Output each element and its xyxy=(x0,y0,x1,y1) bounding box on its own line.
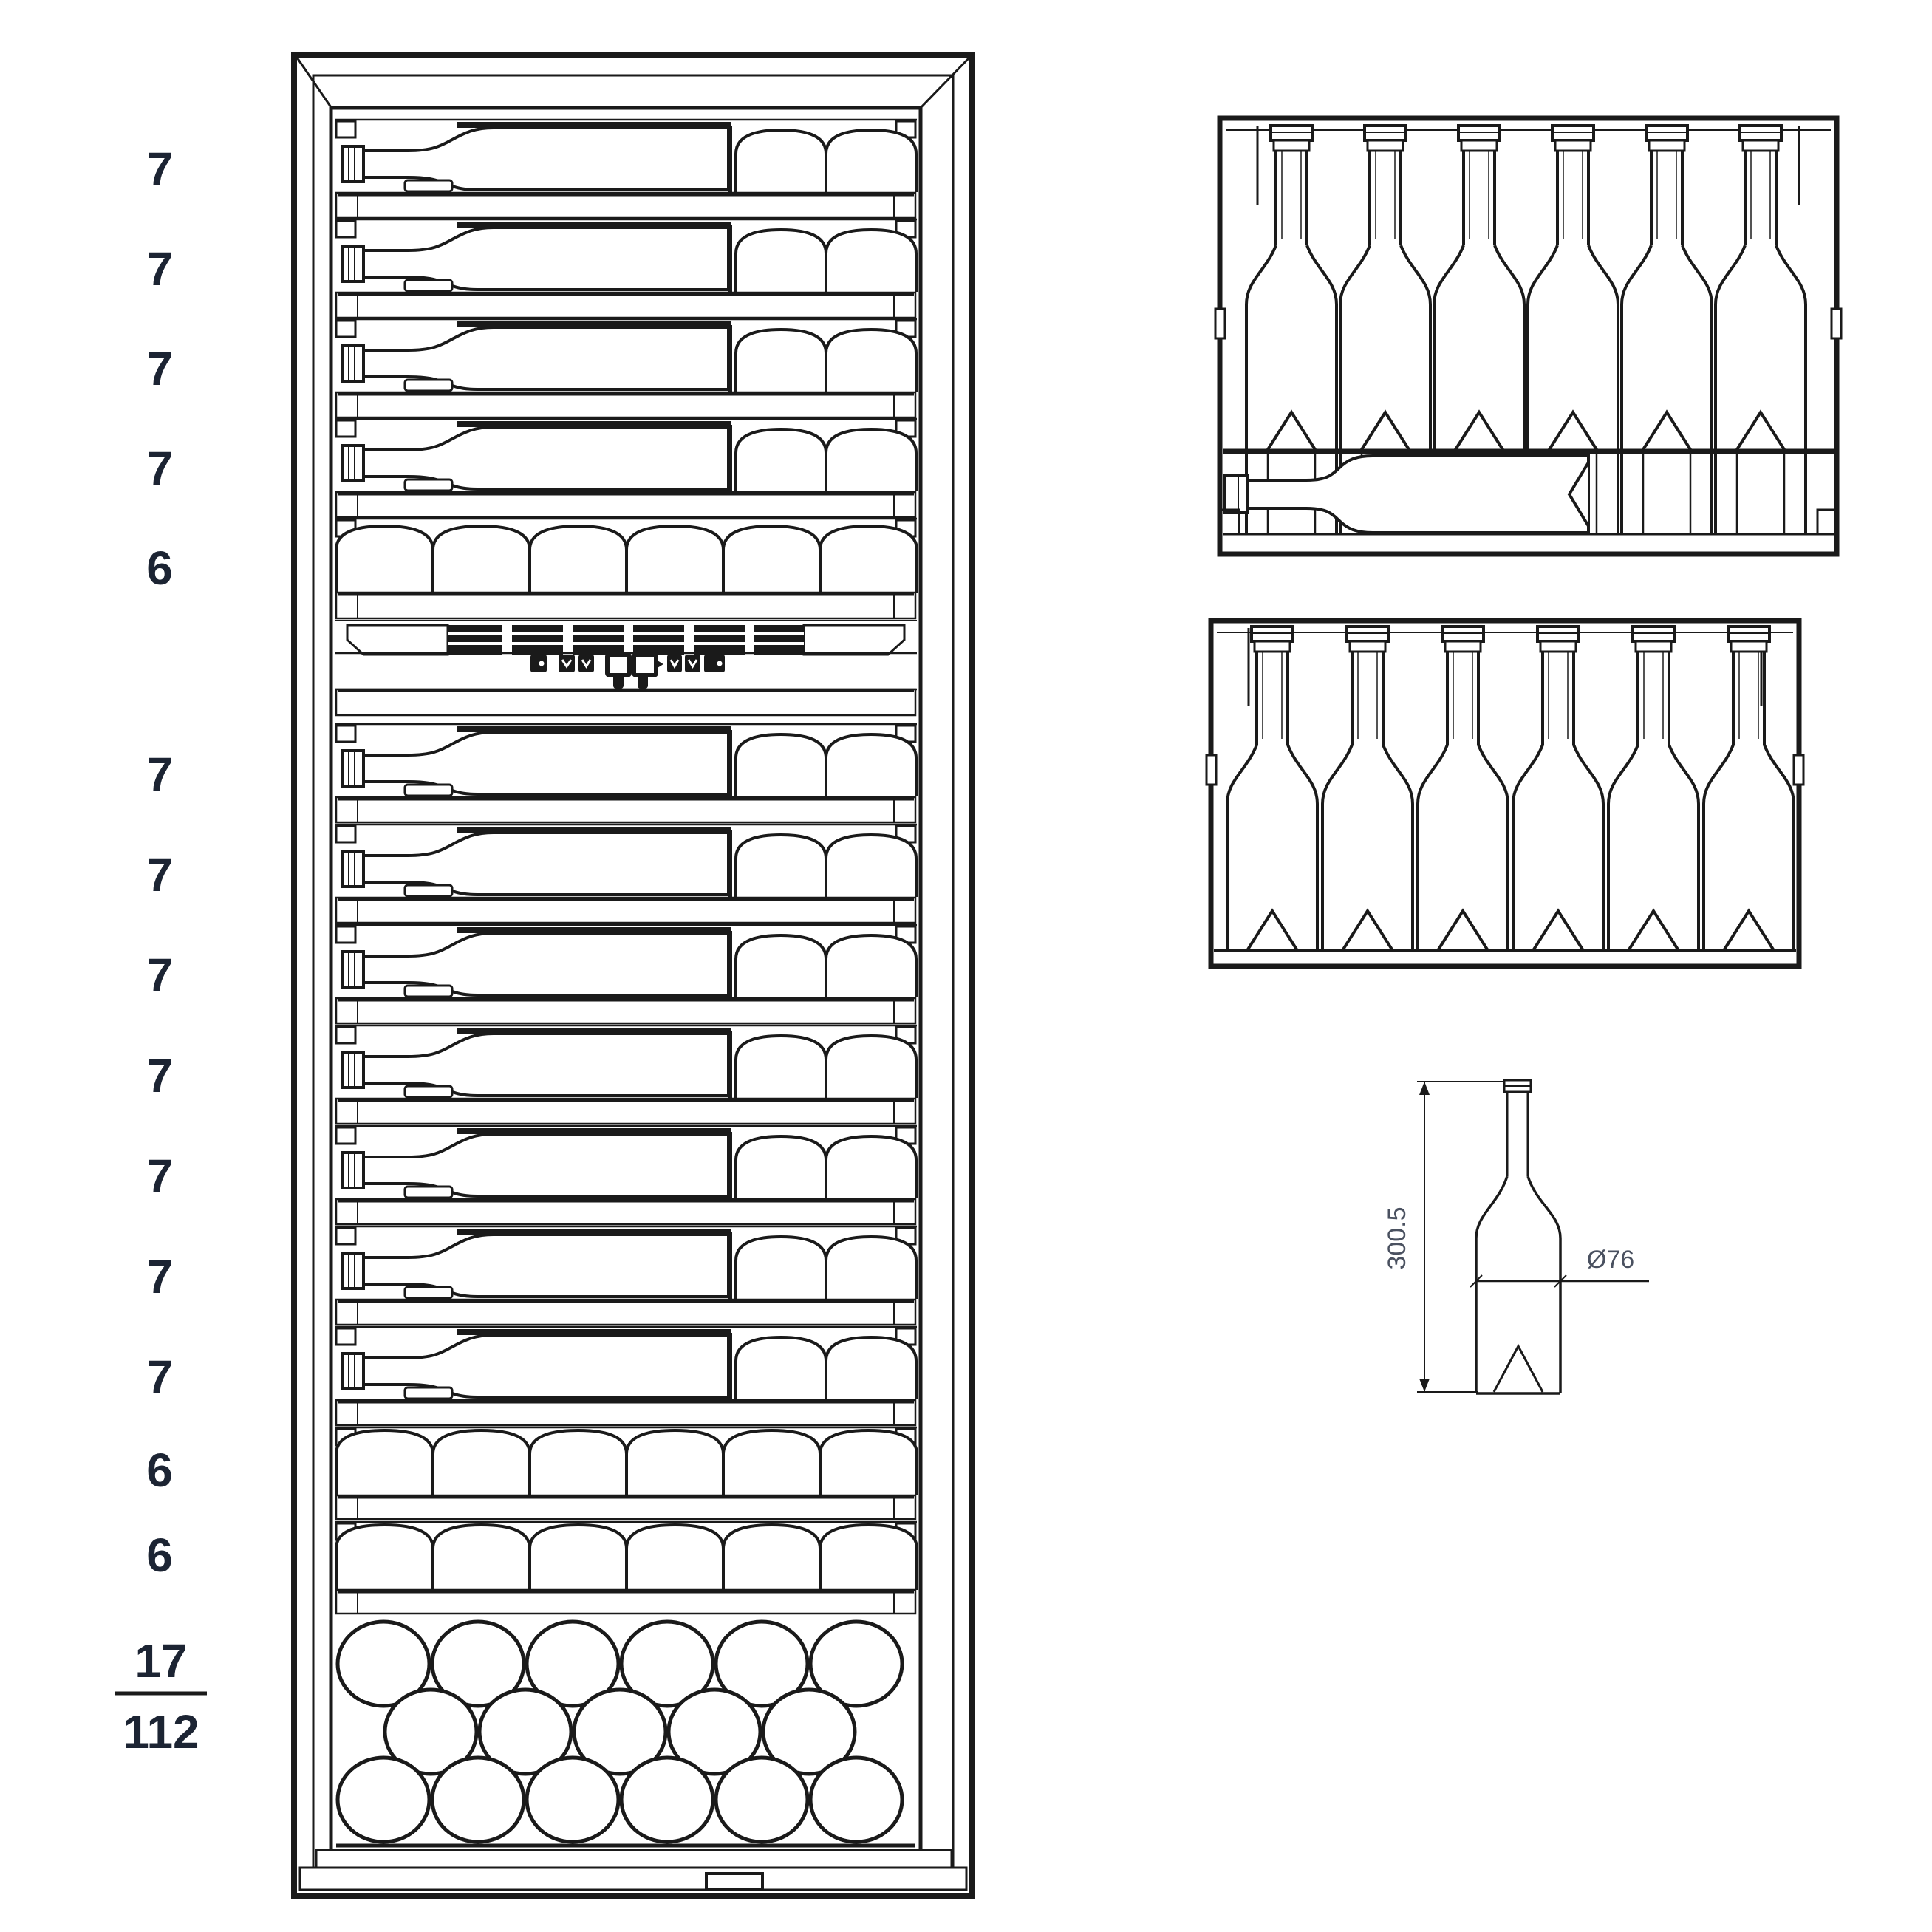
divider-board xyxy=(335,688,917,717)
cabinet-door-frame xyxy=(291,52,975,1899)
shelf-capacity-label: 7 xyxy=(146,1150,173,1203)
shelf-capacity-label: 7 xyxy=(146,949,173,1002)
top-view-bottle xyxy=(1433,124,1526,534)
sliding-shelf-row xyxy=(335,118,918,219)
shelf-capacity-label: 6 xyxy=(146,1529,173,1582)
cabinet-base xyxy=(298,1849,968,1891)
standing-shelf-row xyxy=(335,1520,918,1615)
bulk-capacity-label: 17 xyxy=(134,1634,187,1687)
dimension-bottle xyxy=(1475,1079,1562,1395)
control-panel xyxy=(335,652,917,691)
shelf-capacity-label: 7 xyxy=(146,748,173,801)
shelf-top-view-seven-bottles xyxy=(1214,115,1843,557)
sliding-shelf-row xyxy=(335,1024,918,1125)
standing-shelf-row xyxy=(335,1426,918,1520)
display-window xyxy=(632,652,658,677)
sliding-shelf-row xyxy=(335,417,918,519)
capacity-column: 7 7 7 7 6 7 7 7 7 7 7 7 6 6 17 112 xyxy=(115,143,207,1758)
top-view-bottle xyxy=(1321,625,1414,951)
shelf-capacity-label: 7 xyxy=(146,1049,173,1102)
top-view-bottle xyxy=(1702,625,1795,951)
lying-bottle xyxy=(1223,454,1590,534)
total-capacity-label: 112 xyxy=(123,1705,199,1758)
sliding-shelf-row xyxy=(335,823,918,924)
shelf-capacity-label: 7 xyxy=(146,442,173,495)
shelf-capacity-label: 7 xyxy=(146,1351,173,1404)
cabinet-front-view xyxy=(291,52,975,1899)
shelf-top-view-six-bottles xyxy=(1205,618,1805,969)
sliding-shelf-row xyxy=(335,1225,918,1326)
top-view-bottle xyxy=(1416,625,1509,951)
control-button xyxy=(559,655,575,672)
divider-slat-rail xyxy=(335,620,917,656)
control-button xyxy=(685,655,700,672)
shelf-frame xyxy=(1205,618,1805,969)
control-button xyxy=(704,655,725,672)
shelf-capacity-label: 6 xyxy=(146,1444,173,1497)
shelf-capacity-label: 7 xyxy=(146,143,173,196)
shelf-capacity-label: 6 xyxy=(146,542,173,595)
sliding-shelf-row xyxy=(335,723,918,824)
display-window xyxy=(605,652,632,677)
sliding-shelf-row xyxy=(335,218,918,319)
top-view-bottle xyxy=(1512,625,1605,951)
shelf-capacity-label: 7 xyxy=(146,342,173,395)
shelf-capacity-label: 7 xyxy=(146,848,173,901)
standing-shelf-row xyxy=(335,517,918,620)
sliding-shelf-row xyxy=(335,1124,918,1226)
height-dimension: 300.5 xyxy=(1383,1081,1507,1393)
bulk-bottle-stack xyxy=(335,1619,915,1848)
top-view-bottle xyxy=(1226,625,1319,951)
sliding-shelf-row xyxy=(335,318,918,419)
bottle-diameter-label: Ø76 xyxy=(1587,1246,1634,1274)
shelf-capacity-label: 7 xyxy=(146,242,173,296)
diameter-dimension: Ø76 xyxy=(1470,1246,1649,1288)
control-button xyxy=(667,655,682,672)
bottle-height-label: 300.5 xyxy=(1383,1206,1411,1269)
top-view-bottle xyxy=(1607,625,1700,951)
sliding-shelf-row xyxy=(335,924,918,1025)
top-view-bottle xyxy=(1245,124,1338,534)
top-view-bottle xyxy=(1714,124,1807,534)
sliding-shelf-row xyxy=(335,1325,918,1427)
display-feet xyxy=(613,674,648,689)
top-view-bottle xyxy=(1620,124,1713,534)
control-button xyxy=(530,655,547,672)
shelf-capacity-label: 7 xyxy=(146,1250,173,1303)
control-button xyxy=(578,655,594,672)
